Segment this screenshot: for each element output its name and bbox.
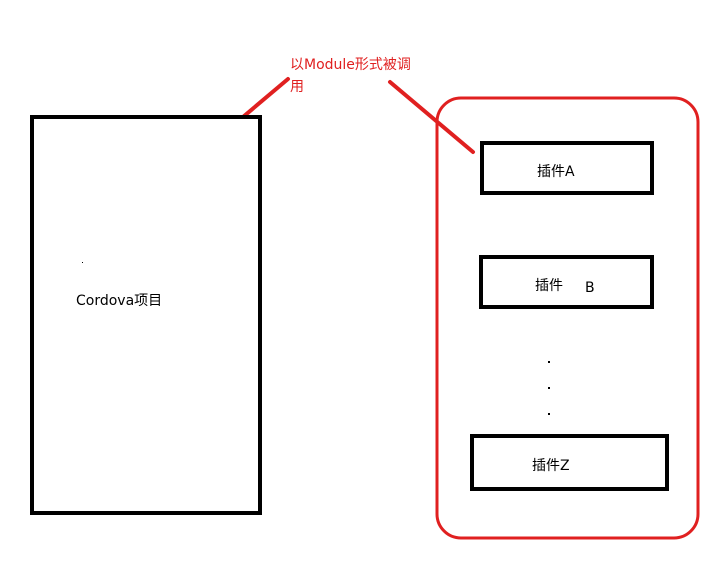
annotation-line-1: 以Module形式被调: [290, 57, 411, 73]
stray-dot: [82, 262, 83, 263]
ellipsis-dot-2: [548, 387, 550, 389]
plugin-b-name: 插件: [535, 278, 563, 294]
ellipsis-dot-3: [548, 413, 550, 415]
ellipsis-dot-1: [548, 361, 550, 363]
plugin-container: [435, 96, 700, 540]
annotation-line-2: 用: [290, 79, 304, 95]
plugin-b-suffix: B: [585, 280, 595, 296]
cordova-project-box: [30, 115, 262, 515]
plugin-a-label: 插件A: [537, 164, 575, 180]
cordova-project-label: Cordova项目: [76, 293, 163, 309]
plugin-z-label: 插件Z: [532, 458, 570, 474]
connector-line-right: [388, 80, 475, 154]
plugin-b-box: [479, 255, 654, 309]
annotation-text: 以Module形式被调 用: [290, 54, 411, 98]
plugin-z-box: [470, 434, 669, 491]
plugin-a-box: [480, 141, 654, 195]
